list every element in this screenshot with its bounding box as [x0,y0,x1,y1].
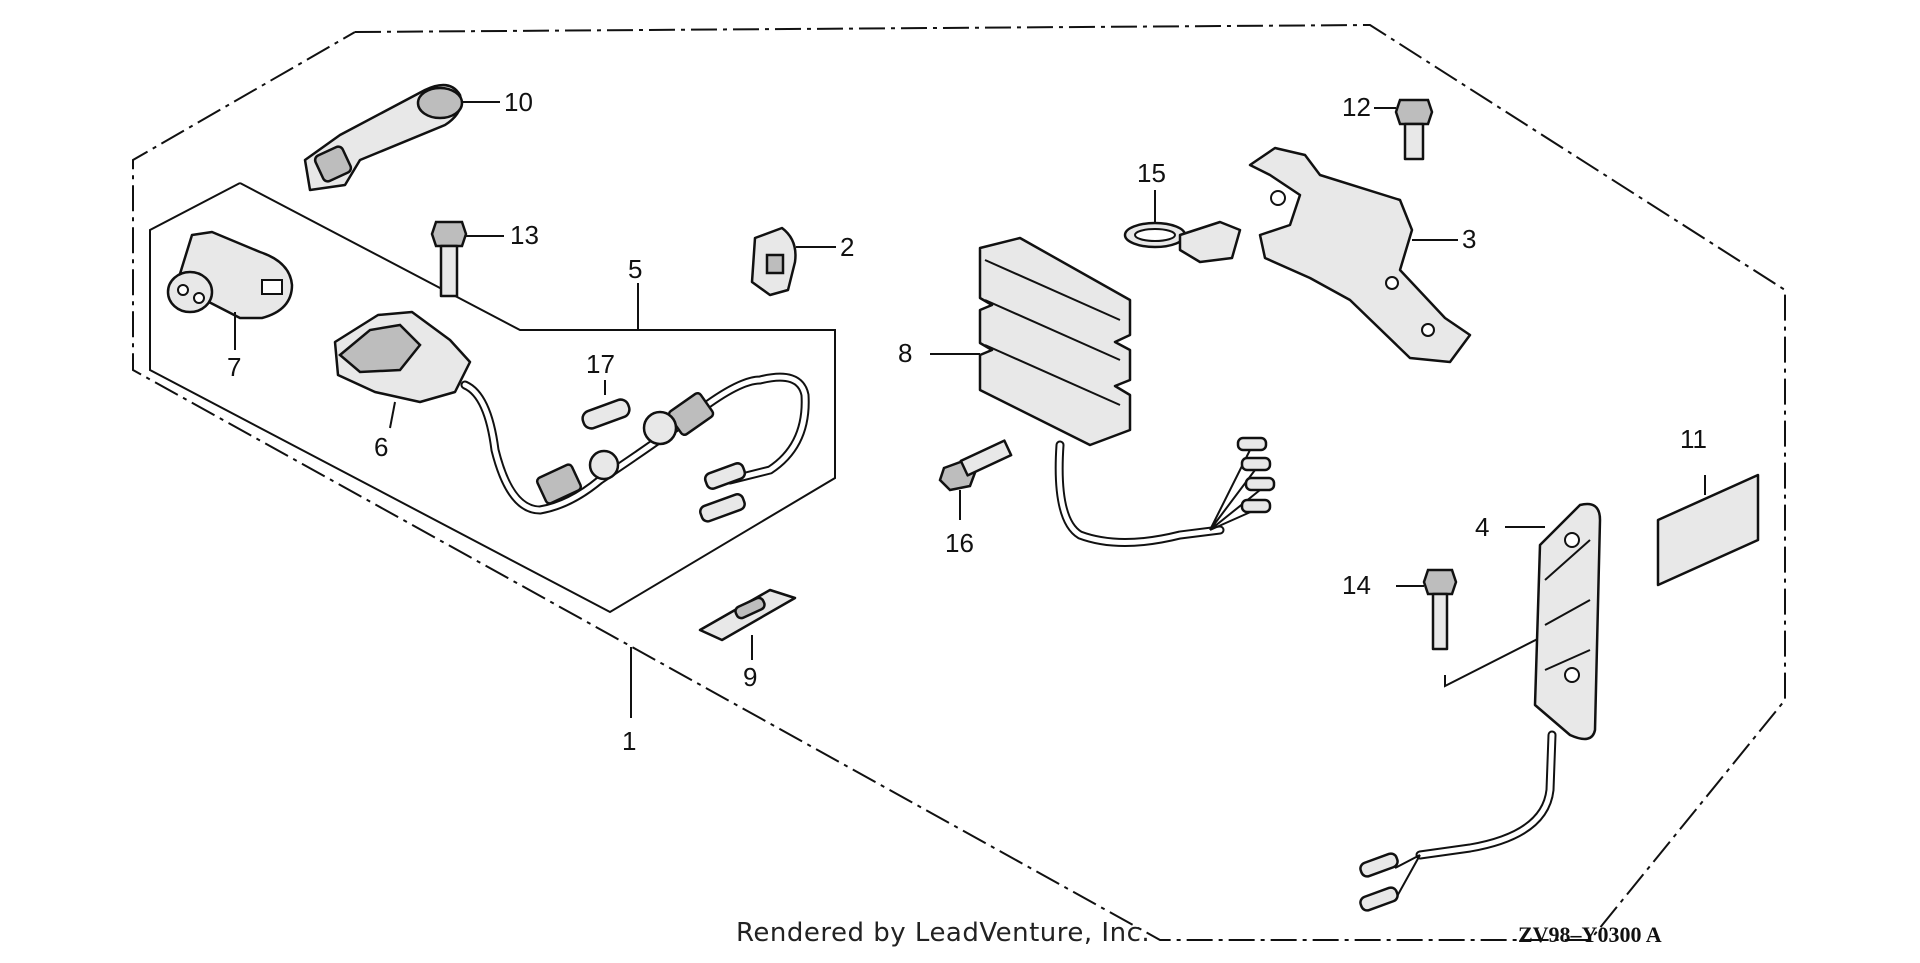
callout-2: 2 [840,232,854,262]
callout-12: 12 [1342,92,1371,122]
callout-13: 13 [510,220,539,250]
kit-boundary [132,23,1786,941]
callout-3: 3 [1462,224,1476,254]
render-credit: Rendered by LeadVenture, Inc. [736,918,1151,948]
part-11-plate [1656,473,1760,587]
part-8-regulator [930,236,1276,547]
subassembly-boundary [149,182,836,614]
part-2-grommet [750,226,836,297]
callout-6: 6 [374,432,388,462]
callout-10: 10 [504,87,533,117]
part-16-bolt [938,439,1013,520]
part-10-cap-strap [303,83,500,192]
callout-9: 9 [743,662,757,692]
part-4-cover [1359,502,1602,912]
callout-14: 14 [1342,570,1371,600]
part-14-bolt [1396,568,1576,688]
part-3-bracket [1248,146,1472,364]
callout-4: 4 [1475,512,1489,542]
diagram-code: ZV98–Y0300 A [1518,922,1662,947]
part-17-fuse [581,380,631,430]
part-9-label [698,588,797,660]
part-13-bolt [430,220,504,298]
callout-8: 8 [898,338,912,368]
callout-7: 7 [227,352,241,382]
callout-17: 17 [586,349,615,379]
callout-1: 1 [622,726,636,756]
part-6-relay-harness [333,310,810,523]
part-15-band [1123,190,1242,264]
callout-11: 11 [1680,424,1707,454]
callout-16: 16 [945,528,974,558]
part-7-connector [166,230,294,350]
callout-15: 15 [1137,158,1166,188]
callout-5: 5 [628,254,642,284]
part-12-bolt [1374,98,1434,161]
